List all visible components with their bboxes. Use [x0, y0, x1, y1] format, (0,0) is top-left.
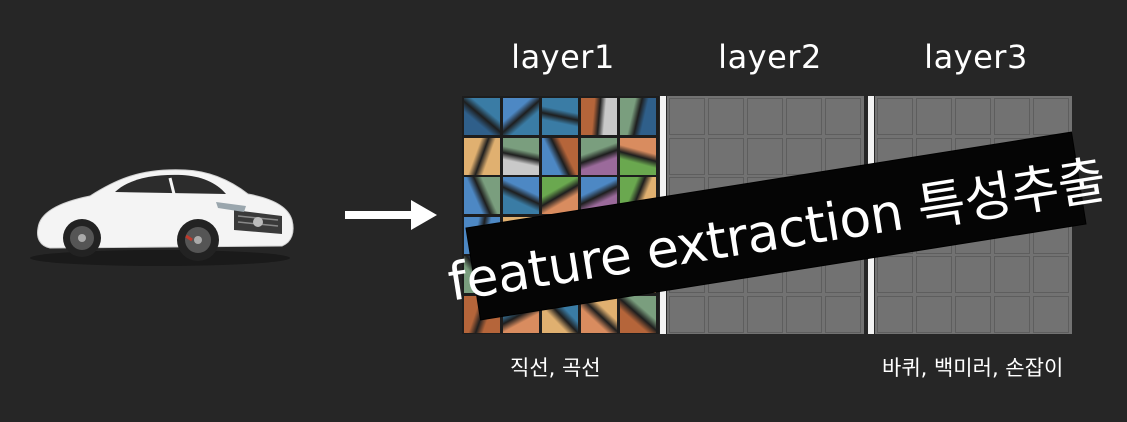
filter-thumbnail: [916, 98, 952, 135]
filter-thumbnail: [877, 256, 913, 293]
filter-thumbnail: [620, 98, 656, 135]
filter-thumbnail: [994, 98, 1030, 135]
filter-thumbnail: [994, 256, 1030, 293]
filter-thumbnail: [955, 98, 991, 135]
filter-thumbnail: [620, 137, 656, 175]
layer3-title: layer3: [924, 38, 1028, 76]
filter-thumbnail: [542, 177, 578, 214]
filter-thumbnail: [786, 295, 822, 333]
filter-thumbnail: [1033, 256, 1069, 293]
filter-thumbnail: [669, 98, 705, 135]
filter-thumbnail: [503, 137, 539, 175]
filter-thumbnail: [786, 137, 822, 175]
filter-thumbnail: [542, 137, 578, 175]
filter-thumbnail: [708, 98, 744, 135]
filter-thumbnail: [955, 295, 991, 333]
filter-thumbnail: [669, 137, 705, 175]
caption-parts: 바퀴, 백미러, 손잡이: [882, 356, 1064, 380]
filter-thumbnail: [708, 295, 744, 333]
filter-thumbnail: [464, 98, 500, 135]
filter-thumbnail: [786, 98, 822, 135]
filter-thumbnail: [1033, 295, 1069, 333]
filter-thumbnail: [1033, 98, 1069, 135]
filter-thumbnail: [747, 98, 783, 135]
filter-thumbnail: [669, 295, 705, 333]
layer1-title: layer1: [511, 38, 615, 76]
car-image: [30, 169, 294, 266]
right-arrow-icon: [345, 200, 437, 230]
filter-thumbnail: [581, 137, 617, 175]
filter-thumbnail: [747, 295, 783, 333]
filter-thumbnail: [464, 137, 500, 175]
filter-thumbnail: [503, 98, 539, 135]
filter-thumbnail: [503, 177, 539, 214]
filter-thumbnail: [877, 98, 913, 135]
filter-thumbnail: [464, 177, 500, 214]
filter-thumbnail: [916, 256, 952, 293]
filter-thumbnail: [825, 295, 861, 333]
filter-thumbnail: [825, 98, 861, 135]
filter-thumbnail: [620, 295, 656, 333]
caption-lines-curves: 직선, 곡선: [510, 356, 601, 380]
filter-thumbnail: [708, 137, 744, 175]
filter-thumbnail: [747, 137, 783, 175]
filter-thumbnail: [994, 295, 1030, 333]
filter-thumbnail: [916, 295, 952, 333]
filter-thumbnail: [581, 98, 617, 135]
filter-thumbnail: [542, 98, 578, 135]
filter-thumbnail: [955, 256, 991, 293]
filter-thumbnail: [877, 295, 913, 333]
layer2-title: layer2: [718, 38, 822, 76]
